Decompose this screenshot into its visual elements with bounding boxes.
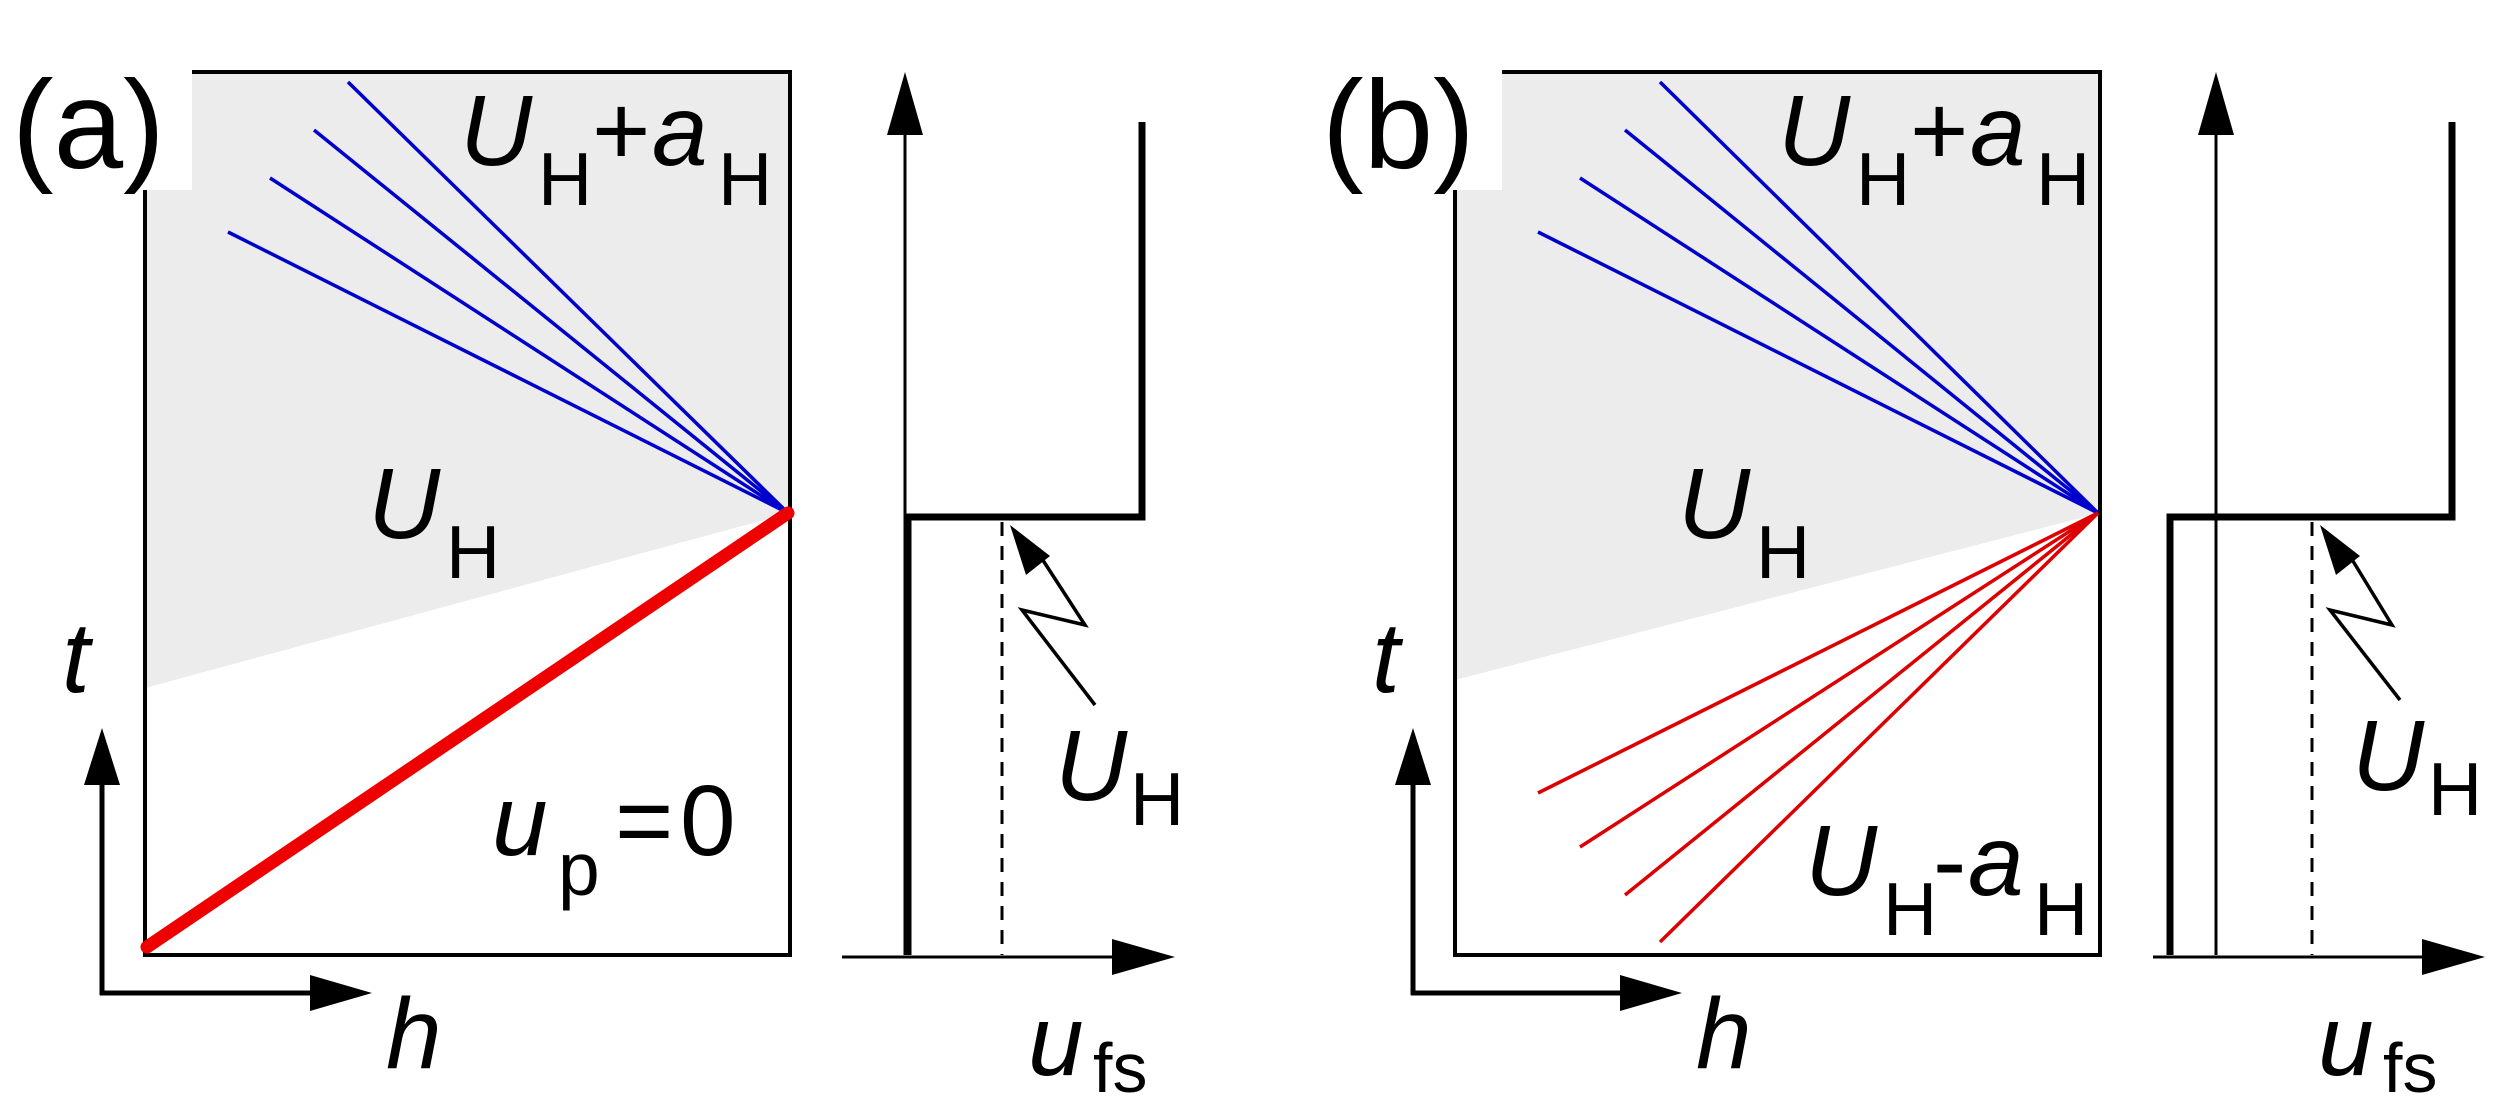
svg-text:a: a — [1968, 805, 2024, 917]
svg-text:fs: fs — [2383, 1029, 2437, 1107]
panel-b-t-axis-label: t — [1372, 602, 1404, 714]
panel-b-velocity-profile — [2153, 72, 2485, 975]
fan-line — [1623, 128, 2100, 515]
panel-a-velocity-profile — [842, 72, 1175, 975]
svg-text:a: a — [1970, 75, 2026, 187]
svg-text:H: H — [1856, 137, 1910, 221]
svg-text:H: H — [1883, 867, 1937, 951]
panel-b-compression-fan — [1537, 511, 2100, 944]
panel-b-h-axis-label: h — [1696, 978, 1752, 1090]
svg-text:H: H — [1756, 510, 1810, 594]
panel-a: (a) U H + a H U H u p = 0 — [12, 56, 1184, 1107]
svg-text:-: - — [1933, 805, 1966, 917]
svg-text:U: U — [1778, 75, 1851, 187]
svg-text:H: H — [718, 137, 772, 221]
svg-text:U: U — [2352, 700, 2425, 812]
panel-a-tag: (a) — [12, 56, 165, 195]
fan-line — [269, 176, 789, 515]
panel-b: (b) U H + a H U H U H - — [1322, 56, 2485, 1107]
svg-text:H: H — [1130, 757, 1184, 841]
fan-line — [346, 80, 790, 515]
panel-b-lower-state-label: U H - a H — [1805, 805, 2088, 951]
panel-b-profile-label: U H — [2352, 700, 2482, 831]
svg-text:a: a — [652, 75, 708, 187]
fan-line — [1537, 511, 2099, 795]
fan-line — [1579, 176, 2099, 515]
fan-line — [227, 230, 789, 515]
panel-b-th-axes — [1395, 728, 1682, 1011]
svg-text:0: 0 — [680, 765, 736, 877]
svg-text:U: U — [368, 448, 441, 560]
svg-text:u: u — [2318, 985, 2374, 1097]
fan-line — [1537, 230, 2099, 515]
panel-a-rarefaction-fan — [227, 80, 790, 515]
svg-text:H: H — [2034, 867, 2088, 951]
svg-text:H: H — [2036, 137, 2090, 221]
panel-a-lower-state-label: u p = 0 — [492, 765, 736, 911]
fan-line — [1579, 511, 2099, 849]
panel-a-profile-label: U H — [1055, 710, 1184, 841]
svg-text:H: H — [446, 510, 500, 594]
fan-line — [312, 128, 790, 515]
svg-text:u: u — [1028, 985, 1084, 1097]
panel-a-upper-state-label: U H + a H — [460, 75, 772, 221]
svg-text:H: H — [2428, 747, 2482, 831]
panel-a-h-axis-label: h — [386, 978, 442, 1090]
svg-text:U: U — [1678, 448, 1751, 560]
fan-line — [1658, 511, 2100, 944]
svg-text:fs: fs — [1093, 1029, 1147, 1107]
svg-text:+: + — [1910, 75, 1968, 187]
svg-text:u: u — [492, 765, 548, 877]
fan-line — [1658, 80, 2100, 515]
panel-a-th-axes — [84, 728, 372, 1011]
panel-a-shaded-region — [145, 72, 790, 688]
panel-b-ufs-axis-label: u fs — [2318, 985, 2437, 1107]
panel-a-shock-line — [140, 506, 795, 954]
panel-a-mid-state-label: U H — [368, 448, 500, 594]
panel-b-tag: (b) — [1322, 56, 1475, 195]
panel-a-ufs-axis-label: u fs — [1028, 985, 1147, 1107]
svg-text:U: U — [460, 75, 533, 187]
svg-text:U: U — [1805, 805, 1878, 917]
fan-line — [1623, 511, 2100, 897]
panel-a-t-axis-label: t — [62, 602, 94, 714]
svg-text:H: H — [538, 137, 592, 221]
svg-text:=: = — [615, 765, 673, 877]
svg-text:+: + — [592, 75, 650, 187]
panel-b-rarefaction-fan — [1537, 80, 2100, 515]
panel-b-frame — [1453, 70, 2102, 957]
panel-b-mid-state-label: U H — [1678, 448, 1810, 594]
svg-text:U: U — [1055, 710, 1128, 822]
panel-b-shaded-region — [1455, 72, 2100, 680]
panel-b-upper-state-label: U H + a H — [1778, 75, 2090, 221]
svg-text:p: p — [558, 827, 600, 911]
